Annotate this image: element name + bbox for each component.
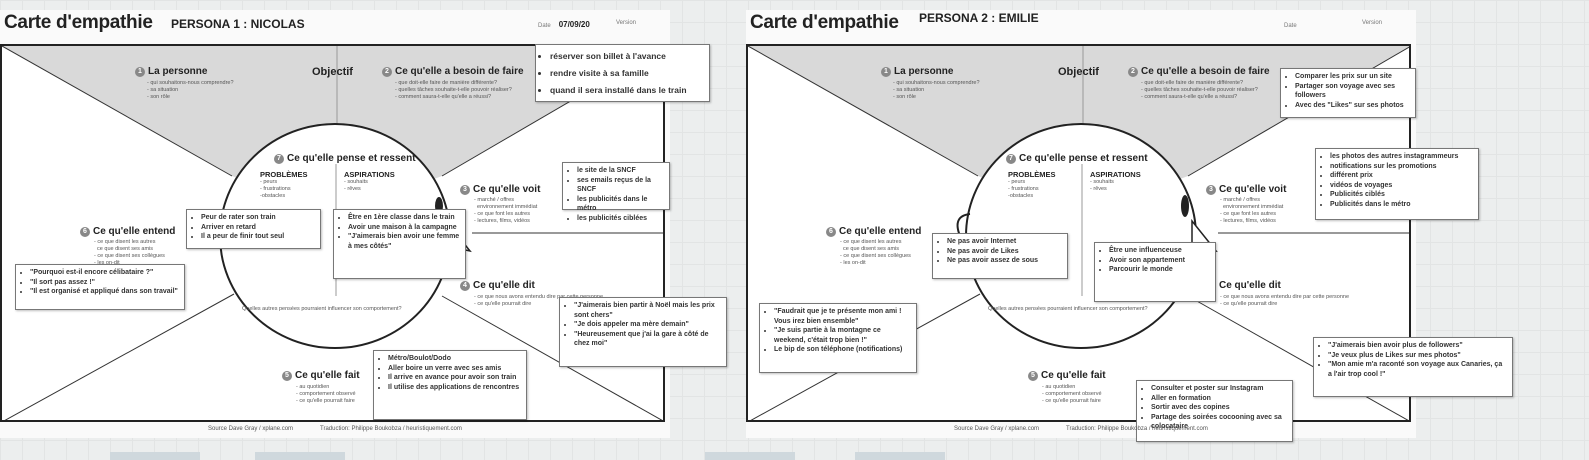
sticky-note-hears[interactable]: "Pourquoi est-il encore célibataire ?""I…	[15, 264, 185, 310]
footer-source: Source Dave Gray / xplane.com	[208, 426, 294, 432]
persona-name: PERSONA 1 : NICOLAS	[171, 17, 305, 31]
section-hint: - marché / offres environnement immédiat…	[474, 197, 538, 224]
footer-translation: Traduction: Philippe Boukobza / heuristi…	[320, 426, 462, 432]
section-hint: - qui souhaitons-nous comprendre? - sa s…	[893, 80, 980, 100]
problems-label: PROBLÈMES	[260, 170, 308, 179]
section-hint: - au quotidien - comportement observé - …	[296, 384, 356, 404]
sticky-note-sees[interactable]: le site de la SNCFses emails reçus de la…	[562, 162, 670, 222]
sticky-note-does[interactable]: Métro/Boulot/DodoAller boire un verre av…	[373, 350, 527, 420]
objective-label: Objectif	[312, 66, 353, 78]
aspirations-hint: - souhaits - rêves	[1090, 179, 1114, 192]
sticky-note-aspirations[interactable]: Être une influenceuseAvoir son apparteme…	[1094, 242, 1216, 302]
aspirations-label: ASPIRATIONS	[1090, 170, 1141, 179]
empathy-map-board-2[interactable]: Carte d'empathie PERSONA 2 : EMILIE Date…	[746, 10, 1513, 442]
footer-source: Source Dave Gray / xplane.com	[954, 426, 1040, 432]
sticky-note-sees[interactable]: les photos des autres instagrammeursnoti…	[1315, 148, 1479, 220]
sticky-note-problems[interactable]: Peur de rater son trainArriver en retard…	[186, 209, 321, 249]
other-thoughts-text: Quelles autres pensées pourraient influe…	[242, 306, 402, 312]
aspirations-label: ASPIRATIONS	[344, 170, 395, 179]
diagonal-tl	[2, 46, 233, 177]
section-hint: - que doit-elle faire de manière différe…	[395, 80, 512, 100]
sticky-note-says[interactable]: "J'aimerais bien avoir plus de followers…	[1313, 337, 1513, 397]
diagonal-bl	[4, 293, 235, 420]
sticky-note-needs[interactable]: réserver son billet à l'avancerendre vis…	[535, 44, 710, 102]
diagonal-br	[441, 295, 663, 420]
canvas-edge-item	[255, 452, 345, 460]
diagonal-br	[1187, 295, 1409, 420]
section-hint: - qui souhaitons-nous comprendre? - sa s…	[147, 80, 234, 100]
other-thoughts-text: Quelles autres pensées pourraient influe…	[988, 306, 1148, 312]
problems-label: PROBLÈMES	[1008, 170, 1056, 179]
head-ear	[956, 213, 971, 237]
problems-hint: - peurs - frustrations -obstacles	[1008, 179, 1039, 199]
version-field[interactable]: Version	[1362, 20, 1383, 26]
sticky-note-does[interactable]: Consulter et poster sur InstagramAller e…	[1136, 380, 1293, 442]
footer-translation: Traduction: Philippe Boukobza / heuristi…	[1066, 426, 1208, 432]
date-field[interactable]: Date	[1284, 23, 1297, 29]
sticky-note-says[interactable]: "J'aimerais bien partir à Noël mais les …	[559, 297, 727, 367]
persona-name: PERSONA 2 : EMILIE	[919, 11, 1039, 25]
aspirations-hint: - souhaits - rêves	[344, 179, 368, 192]
sticky-note-needs[interactable]: Comparer les prix sur un sitePartager so…	[1280, 68, 1416, 118]
canvas-edge-item	[110, 452, 200, 460]
sticky-note-aspirations[interactable]: Être en 1ère classe dans le trainAvoir u…	[333, 209, 466, 279]
board-title: Carte d'empathie	[4, 12, 153, 33]
head-eye	[1181, 195, 1189, 217]
sticky-note-problems[interactable]: Ne pas avoir InternetNe pas avoir de Lik…	[932, 233, 1068, 279]
problems-hint: - peurs - frustrations -obstacles	[260, 179, 291, 199]
section-hint: - ce que nous avons entendu dire par cet…	[1220, 294, 1350, 307]
diagonal-tl	[748, 46, 979, 177]
canvas-edge-item	[855, 452, 945, 460]
section-hint: - marché / offres environnement immédiat…	[1220, 197, 1284, 224]
board-title: Carte d'empathie	[750, 12, 899, 33]
section-hint: - ce que disent les autres ce que disent…	[840, 239, 911, 266]
objective-label: Objectif	[1058, 66, 1099, 78]
section-hint: - que doit-elle faire de manière différe…	[1141, 80, 1258, 100]
empathy-map-board-1[interactable]: Carte d'empathie PERSONA 1 : NICOLAS Dat…	[0, 10, 727, 438]
section-hint: - au quotidien - comportement observé - …	[1042, 384, 1102, 404]
section-hint: - ce que disent les autres ce que disent…	[94, 239, 165, 266]
canvas-edge-item	[705, 452, 795, 460]
section-dit: 4Ce qu'elle dit	[1206, 280, 1281, 291]
sticky-note-hears[interactable]: "Faudrait que je te présente mon ami ! V…	[759, 303, 917, 373]
version-field[interactable]: Version	[616, 20, 637, 26]
